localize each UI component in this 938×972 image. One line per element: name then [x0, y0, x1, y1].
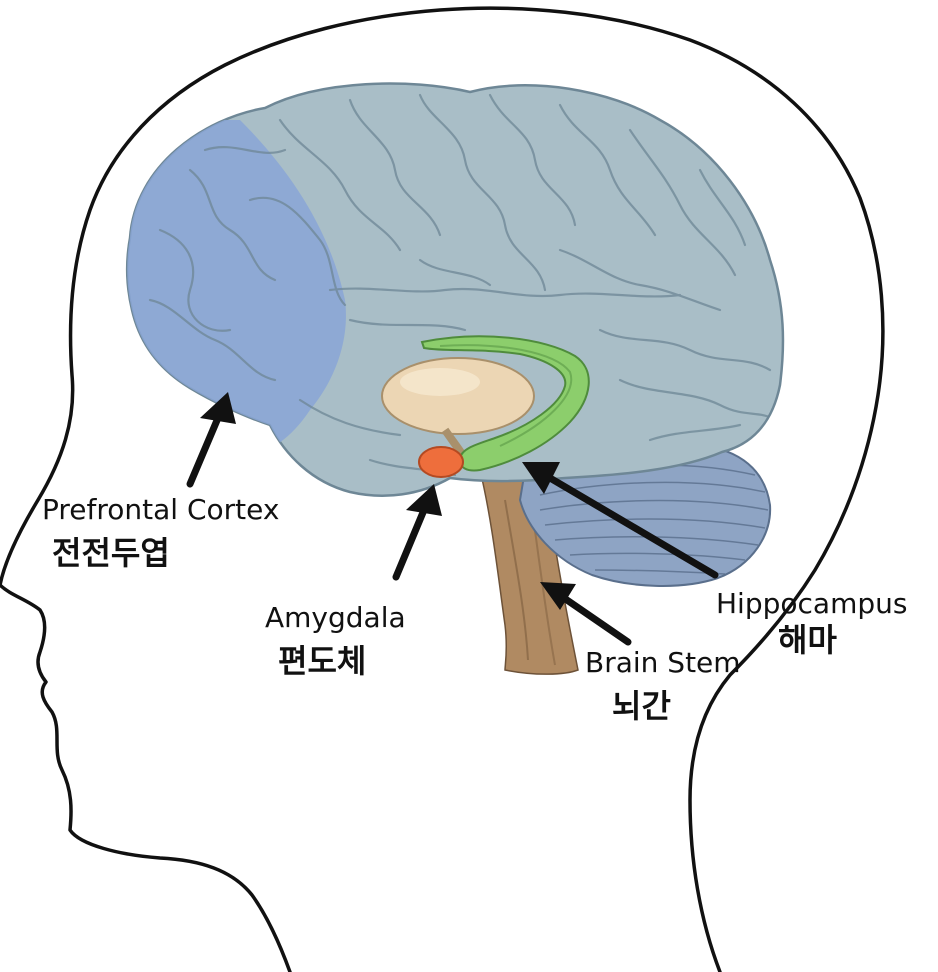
hippocampus-arrow	[522, 462, 719, 579]
thalamus	[381, 357, 535, 435]
amygdala-label-ko: 편도체	[278, 642, 367, 680]
brain-stem-label-ko: 뇌간	[612, 687, 671, 725]
brain-stem-arrow	[540, 582, 632, 646]
amygdala-label-en: Amygdala	[265, 601, 406, 634]
amygdala	[418, 446, 464, 478]
hippocampus-label-ko: 해마	[778, 621, 837, 659]
prefrontal-arrow	[186, 392, 236, 488]
prefrontal-label-en: Prefrontal Cortex	[42, 493, 280, 526]
prefrontal-label-ko: 전전두엽	[52, 534, 170, 572]
head-outline	[0, 6, 885, 972]
hippocampus-label-en: Hippocampus	[716, 587, 908, 620]
amygdala-arrow	[392, 484, 442, 581]
brain-stem-label-en: Brain Stem	[585, 646, 741, 679]
